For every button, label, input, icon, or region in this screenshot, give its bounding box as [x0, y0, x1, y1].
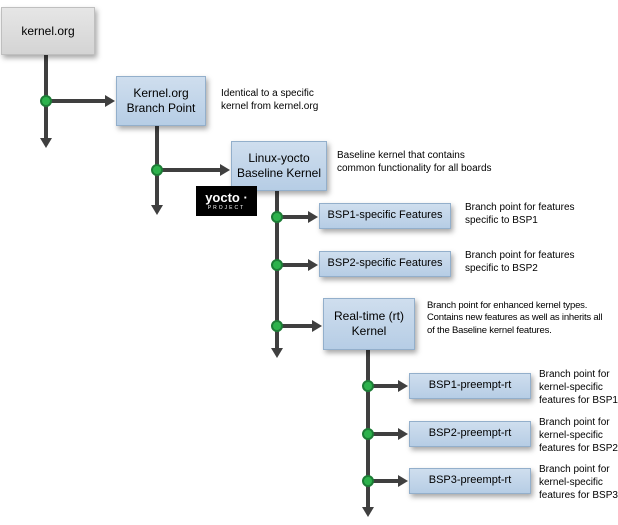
- commit-dot-8: [362, 475, 374, 487]
- commit-dot-6: [362, 380, 374, 392]
- bsp2-preempt-connector: [368, 432, 398, 436]
- bsp2-features-connector: [277, 263, 308, 267]
- node-bsp2-specific-features: BSP2-specific Features: [319, 251, 451, 277]
- yocto-logo-subtitle: PROJECT: [207, 205, 246, 211]
- yocto-logo-text: yocto ·: [205, 190, 248, 205]
- arrow-down-icon: [271, 348, 283, 358]
- commit-dot-7: [362, 428, 374, 440]
- arrow-right-icon: [398, 380, 408, 392]
- arrow-right-icon: [105, 95, 115, 107]
- arrow-right-icon: [312, 320, 322, 332]
- bsp1-features-connector: [277, 215, 308, 219]
- bsp3-preempt-connector: [368, 479, 398, 483]
- node-bsp3-preempt-rt: BSP3-preempt-rt: [409, 468, 531, 494]
- node-bsp1-preempt-rt: BSP1-preempt-rt: [409, 373, 531, 399]
- note-bsp3-preempt: Branch point for kernel-specific feature…: [539, 464, 618, 501]
- note-bsp1-preempt: Branch point for kernel-specific feature…: [539, 369, 618, 406]
- yocto-project-logo: yocto · PROJECT: [196, 186, 257, 216]
- node-bsp2-preempt-rt: BSP2-preempt-rt: [409, 421, 531, 447]
- baseline-connector: [157, 168, 220, 172]
- arrow-right-icon: [398, 428, 408, 440]
- note-baseline: Baseline kernel that contains common fun…: [337, 150, 492, 174]
- commit-dot-1: [40, 95, 52, 107]
- arrow-right-icon: [308, 211, 318, 223]
- arrow-down-icon: [40, 138, 52, 148]
- note-rt-kernel: Branch point for enhanced kernel types. …: [427, 300, 603, 336]
- branch-point-connector: [46, 99, 105, 103]
- arrow-right-icon: [308, 259, 318, 271]
- node-kernel-org-branch-point: Kernel.org Branch Point: [116, 76, 206, 126]
- node-linux-yocto-baseline-kernel: Linux-yocto Baseline Kernel: [231, 141, 327, 191]
- arrow-down-icon: [151, 205, 163, 215]
- bsp1-preempt-connector: [368, 384, 398, 388]
- commit-dot-2: [151, 164, 163, 176]
- rt-kernel-connector: [277, 324, 312, 328]
- note-bsp2-features: Branch point for features specific to BS…: [465, 250, 575, 274]
- commit-dot-3: [271, 211, 283, 223]
- commit-dot-5: [271, 320, 283, 332]
- arrow-right-icon: [398, 475, 408, 487]
- commit-dot-4: [271, 259, 283, 271]
- node-kernel-org: kernel.org: [1, 7, 95, 55]
- node-real-time-kernel: Real-time (rt) Kernel: [323, 298, 415, 350]
- note-bsp2-preempt: Branch point for kernel-specific feature…: [539, 417, 618, 454]
- note-branch-point: Identical to a specific kernel from kern…: [221, 88, 319, 112]
- arrow-right-icon: [220, 164, 230, 176]
- note-bsp1-features: Branch point for features specific to BS…: [465, 202, 575, 226]
- arrow-down-icon: [362, 507, 374, 517]
- node-bsp1-specific-features: BSP1-specific Features: [319, 203, 451, 229]
